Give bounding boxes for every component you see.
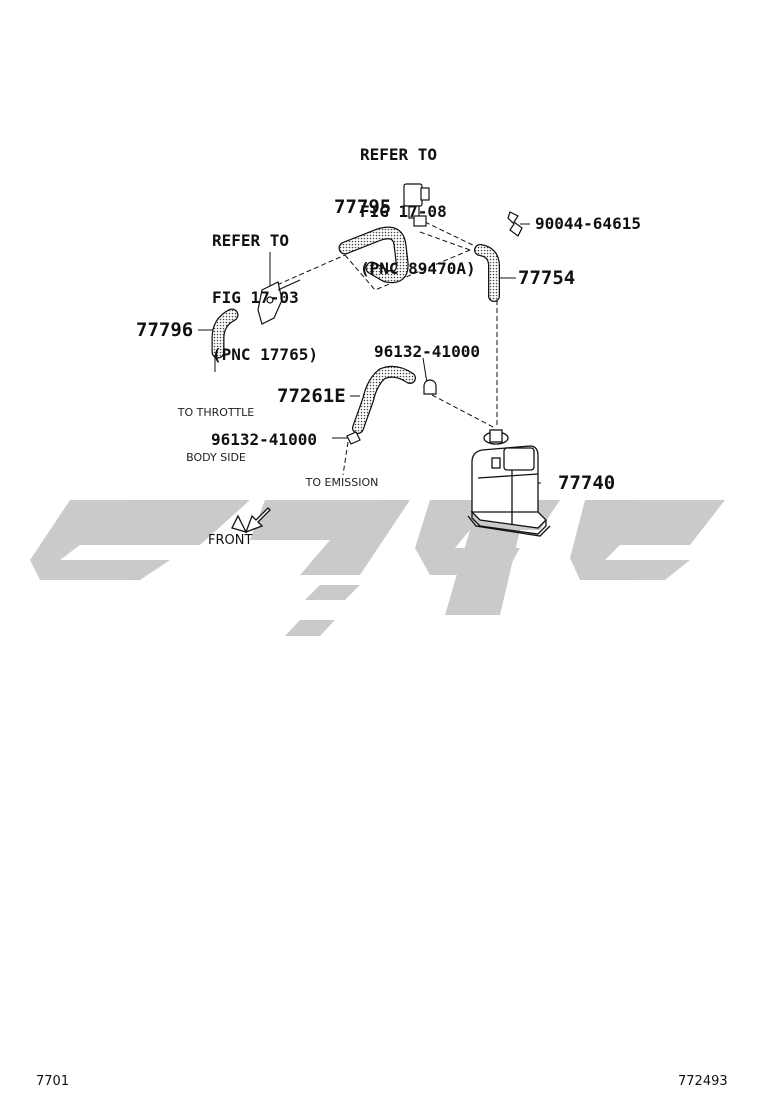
part-number-96132-41000-lower: 96132-41000 [211, 430, 317, 449]
front-arrow-icon [231, 507, 271, 534]
vsv-valve [403, 183, 430, 227]
refer-fig-17-08-label: REFER TO FIG 17-08 (PNC 89470A) [360, 145, 476, 278]
note-to-throttle-body-side: TO THROTTLE BODY SIDE [177, 406, 255, 464]
leader-lines [198, 223, 541, 484]
part-number-77796: 77796 [136, 319, 194, 341]
charcoal-canister [467, 429, 551, 537]
bracket-part [257, 279, 301, 325]
refer-fig-17-03-label: REFER TO FIG 17-03 (PNC 17765) [212, 231, 318, 364]
clamp-lower [346, 431, 361, 445]
part-number-96132-41000-upper: 96132-41000 [374, 342, 480, 361]
footer-right-code: 772493 [678, 1074, 728, 1089]
part-number-77795: 77795 [334, 196, 392, 218]
part-number-77261e: 77261E [277, 385, 346, 407]
footer-left-code: 7701 [36, 1074, 70, 1089]
note-to-emission: TO EMISSION [305, 476, 379, 489]
part-number-90044-64615: 90044-64615 [535, 214, 641, 233]
part-number-77740: 77740 [558, 472, 616, 494]
watermark-logo [30, 500, 725, 636]
clip-90044 [507, 211, 523, 237]
part-number-77754: 77754 [518, 267, 576, 289]
clamp-upper [423, 379, 437, 395]
front-direction-label: FRONT [208, 533, 253, 548]
